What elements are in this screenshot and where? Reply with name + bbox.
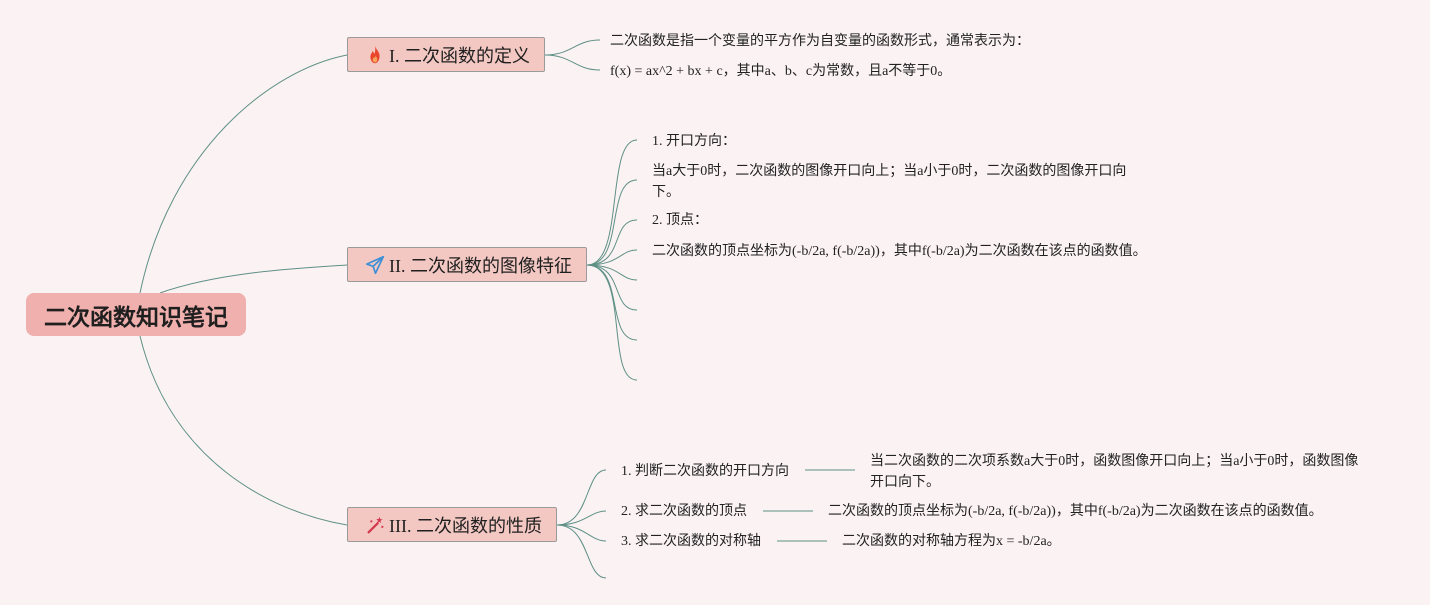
branch-definition[interactable]: I. 二次函数的定义 (347, 37, 545, 72)
branch-label: II. 二次函数的图像特征 (389, 255, 572, 276)
connector-b2-empty-3 (586, 264, 638, 341)
branch-label: III. 二次函数的性质 (389, 515, 542, 536)
opening-direction-text: 当a大于0时，二次函数的图像开口向上；当a小于0时，二次函数的图像开口向下。 (652, 164, 1127, 200)
root-title: 二次函数知识笔记 (44, 304, 228, 331)
definition-text: 二次函数是指一个变量的平方作为自变量的函数形式，通常表示为： (610, 34, 1030, 49)
branch-properties[interactable]: III. 二次函数的性质 (347, 507, 557, 542)
connector-b2-item-4 (586, 249, 638, 266)
opening-direction-heading: 1. 开口方向： (652, 134, 736, 149)
property-axis-detail: 二次函数的对称轴方程为x = -b/2a。 (842, 534, 1061, 549)
property-vertex-label: 2. 求二次函数的顶点 (621, 504, 747, 519)
connector-b2-item-1 (586, 139, 638, 266)
magic-wand-icon (364, 514, 386, 536)
connector-root-branch-1 (139, 54, 348, 294)
connector-b3-item-2 (556, 510, 607, 526)
connector-b3-item-1 (556, 469, 607, 526)
property-axis-label: 3. 求二次函数的对称轴 (621, 534, 761, 549)
connector-b2-item-2 (586, 179, 638, 266)
property-vertex-detail: 二次函数的顶点坐标为(-b/2a, f(-b/2a))，其中f(-b/2a)为二… (828, 504, 1323, 519)
root-topic[interactable]: 二次函数知识笔记 (26, 293, 246, 336)
property-opening-detail: 当二次函数的二次项系数a大于0时，函数图像开口向上；当a小于0时，函数图像开口向… (870, 454, 1359, 490)
branch-label: I. 二次函数的定义 (389, 45, 530, 66)
connector-b2-item-3 (586, 219, 638, 266)
vertex-text: 二次函数的顶点坐标为(-b/2a, f(-b/2a))，其中f(-b/2a)为二… (652, 244, 1147, 259)
definition-formula: f(x) = ax^2 + bx + c，其中a、b、c为常数，且a不等于0。 (610, 64, 952, 79)
property-opening-label: 1. 判断二次函数的开口方向 (621, 464, 789, 479)
connector-root-branch-3 (139, 335, 348, 526)
branch-graph-features[interactable]: II. 二次函数的图像特征 (347, 247, 587, 282)
connector-b3-item-3 (556, 524, 607, 542)
connector-b2-empty-2 (586, 264, 638, 311)
connector-root-branch-2 (159, 264, 348, 294)
connector-b3-empty-1 (556, 524, 607, 579)
fire-icon (364, 44, 386, 66)
connector-b2-empty-4 (586, 264, 638, 381)
vertex-heading: 2. 顶点： (652, 213, 708, 228)
paper-plane-icon (364, 254, 386, 276)
connector-b1-item-1 (544, 39, 601, 56)
connector-b1-item-2 (544, 54, 601, 71)
